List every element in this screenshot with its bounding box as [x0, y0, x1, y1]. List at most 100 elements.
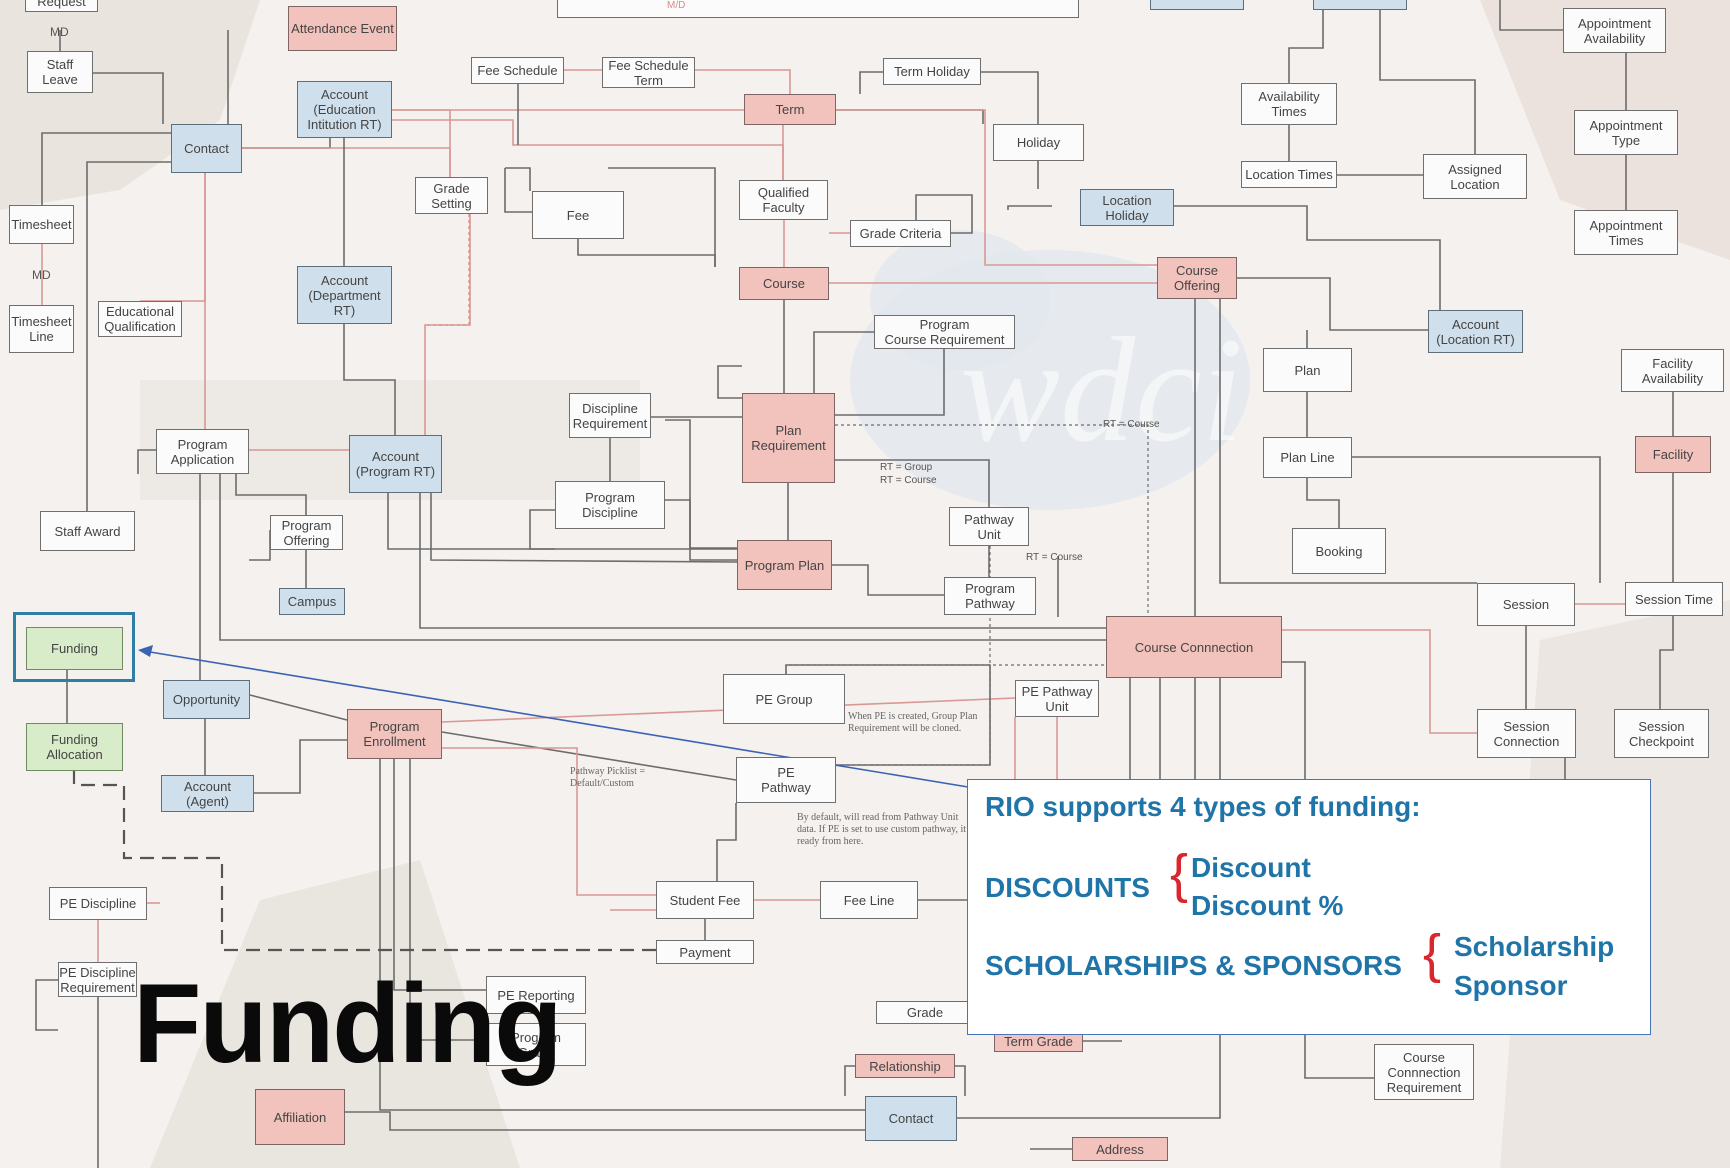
- entity-pe-group: PE Group: [723, 674, 845, 724]
- relationship-line-104: [955, 1065, 966, 1096]
- relationship-line-40: [1237, 277, 1428, 331]
- dashed-line-0: [835, 424, 1149, 616]
- relationship-line-64: [137, 449, 156, 474]
- rt-group-label: RT = Group RT = Course: [880, 462, 937, 486]
- entity-student-fee: Student Fee: [656, 881, 754, 919]
- entity-grade-criteria: Grade Criteria: [850, 220, 951, 247]
- md-label-top: MD: [50, 25, 69, 39]
- entity-program-offering: Program Offering: [270, 515, 343, 550]
- relationship-line-33: [505, 167, 531, 191]
- entity-qualified-faculty: Qualified Faculty: [739, 180, 828, 220]
- dashed-line-1: [425, 214, 470, 326]
- pe-pathway-note: By default, will read from Pathway Unit …: [797, 812, 984, 847]
- relationship-line-10: [140, 173, 206, 302]
- relationship-line-27: [1007, 205, 1052, 210]
- relationship-line-32: [504, 168, 532, 213]
- entity-plan-line: Plan Line: [1263, 437, 1352, 478]
- entity-timesheet-line: Timesheet Line: [9, 305, 74, 353]
- entity-account-agent: Account (Agent): [161, 775, 254, 812]
- relationship-line-17: [859, 71, 883, 94]
- discounts-brace: {: [1170, 844, 1189, 904]
- callout-heading: RIO supports 4 types of funding:: [985, 791, 1421, 822]
- entity-staff-leave: Staff Leave: [27, 51, 93, 93]
- entity-staff-award: Staff Award: [40, 511, 135, 551]
- entity-payment: Payment: [656, 940, 754, 964]
- relationship-line-89: [442, 747, 656, 896]
- md-label-mid: MD: [32, 268, 51, 282]
- entity-funding-allocation: Funding Allocation: [26, 723, 123, 771]
- relationship-line-38: [915, 194, 973, 234]
- relationship-line-26: [1174, 205, 1441, 310]
- relationship-line-35: [608, 167, 716, 267]
- entity-term-grade: Term Grade: [994, 1030, 1083, 1052]
- relationship-line-84: [441, 731, 737, 781]
- entity-campus: Campus: [279, 588, 345, 615]
- relationship-line-46: [529, 509, 555, 550]
- entity-location-times: Location Times: [1241, 161, 1337, 188]
- header-fragment-blue-1: [1150, 0, 1244, 10]
- relationship-line-2: [242, 138, 331, 149]
- entity-appointment-times: Appointment Times: [1574, 210, 1678, 255]
- entity-affiliation: Affiliation: [255, 1089, 345, 1145]
- entity-fee-line: Fee Line: [820, 881, 918, 919]
- relationship-line-56: [1352, 456, 1601, 583]
- header-md-label: M/D: [667, 0, 686, 11]
- relationship-line-28: [836, 109, 1157, 266]
- entity-session-connection: Session Connection: [1477, 709, 1576, 758]
- entity-program-discipline: Program Discipline: [555, 481, 665, 529]
- entity-account-location: Account (Location RT): [1428, 310, 1523, 353]
- entity-discipline-requirement: Discipline Requirement: [569, 393, 651, 438]
- entity-fee-schedule-term: Fee Schedule Term: [602, 57, 695, 88]
- entity-request: Request: [25, 0, 98, 12]
- entity-program-grade: Program Grade: [486, 1023, 586, 1066]
- entity-funding: Funding: [26, 627, 123, 670]
- entity-relationship: Relationship: [855, 1054, 955, 1078]
- entity-session: Session: [1477, 583, 1575, 626]
- entity-opportunity: Opportunity: [163, 680, 250, 719]
- scholarships-sponsors-label: SCHOLARSHIPS & SPONSORS: [985, 950, 1402, 981]
- relationship-line-96: [254, 739, 347, 794]
- sponsor-item: Sponsor: [1454, 970, 1568, 1001]
- relationship-line-103: [844, 1065, 855, 1096]
- entity-pe-pathway: PE Pathway: [736, 757, 836, 803]
- relationship-line-86: [393, 759, 486, 991]
- relationship-line-66: [235, 474, 307, 515]
- entity-contact-top: Contact: [171, 124, 242, 173]
- relationship-line-69: [387, 493, 737, 550]
- relationship-line-6: [392, 119, 784, 180]
- pointer-arrow-head: [138, 645, 153, 657]
- entity-account-department: Account (Department RT): [297, 266, 392, 324]
- relationship-line-16: [836, 109, 984, 124]
- entity-course-connection: Course Connnection: [1106, 616, 1282, 678]
- relationship-line-7: [41, 132, 171, 205]
- entity-program-enrollment: Program Enrollment: [347, 709, 442, 759]
- entity-pathway-unit: Pathway Unit: [949, 507, 1029, 546]
- entity-appointment-type: Appointment Type: [1574, 110, 1678, 155]
- dashed-line-3: [785, 664, 1106, 674]
- entity-pe-pathway-unit: PE Pathway Unit: [1015, 680, 1099, 717]
- pathway-picklist-note: Pathway Picklist = Default/Custom: [570, 766, 646, 789]
- relationship-line-47: [665, 499, 737, 561]
- entity-fee: Fee: [532, 191, 624, 239]
- pe-group-note: When PE is created, Group Plan Requireme…: [848, 711, 978, 734]
- entity-facility: Facility: [1635, 436, 1711, 473]
- header-fragment-blue-2: [1313, 0, 1407, 10]
- entity-address: Address: [1072, 1137, 1168, 1161]
- entity-account-education: Account (Education Intitution RT): [297, 81, 392, 138]
- relationship-line-1: [93, 72, 164, 124]
- entity-assigned-location: Assigned Location: [1423, 154, 1527, 199]
- entity-program-course-requirement: Program Course Requirement: [874, 315, 1015, 349]
- relationship-line-61: [1659, 616, 1674, 709]
- relationship-line-30: [343, 324, 396, 435]
- entity-booking: Booking: [1292, 528, 1386, 574]
- discount-item: Discount: [1191, 852, 1311, 883]
- relationship-line-95: [249, 694, 348, 721]
- page-title: Funding: [133, 961, 563, 1086]
- funding-types-callout: RIO supports 4 types of funding: DISCOUN…: [967, 779, 1651, 1035]
- scholarships-brace: {: [1423, 924, 1442, 984]
- relationship-line-88: [379, 759, 865, 1111]
- entity-holiday: Holiday: [993, 124, 1084, 161]
- entity-term-holiday: Term Holiday: [883, 58, 981, 85]
- entity-plan-requirement: Plan Requirement: [742, 393, 835, 483]
- relationship-line-87: [409, 759, 486, 1041]
